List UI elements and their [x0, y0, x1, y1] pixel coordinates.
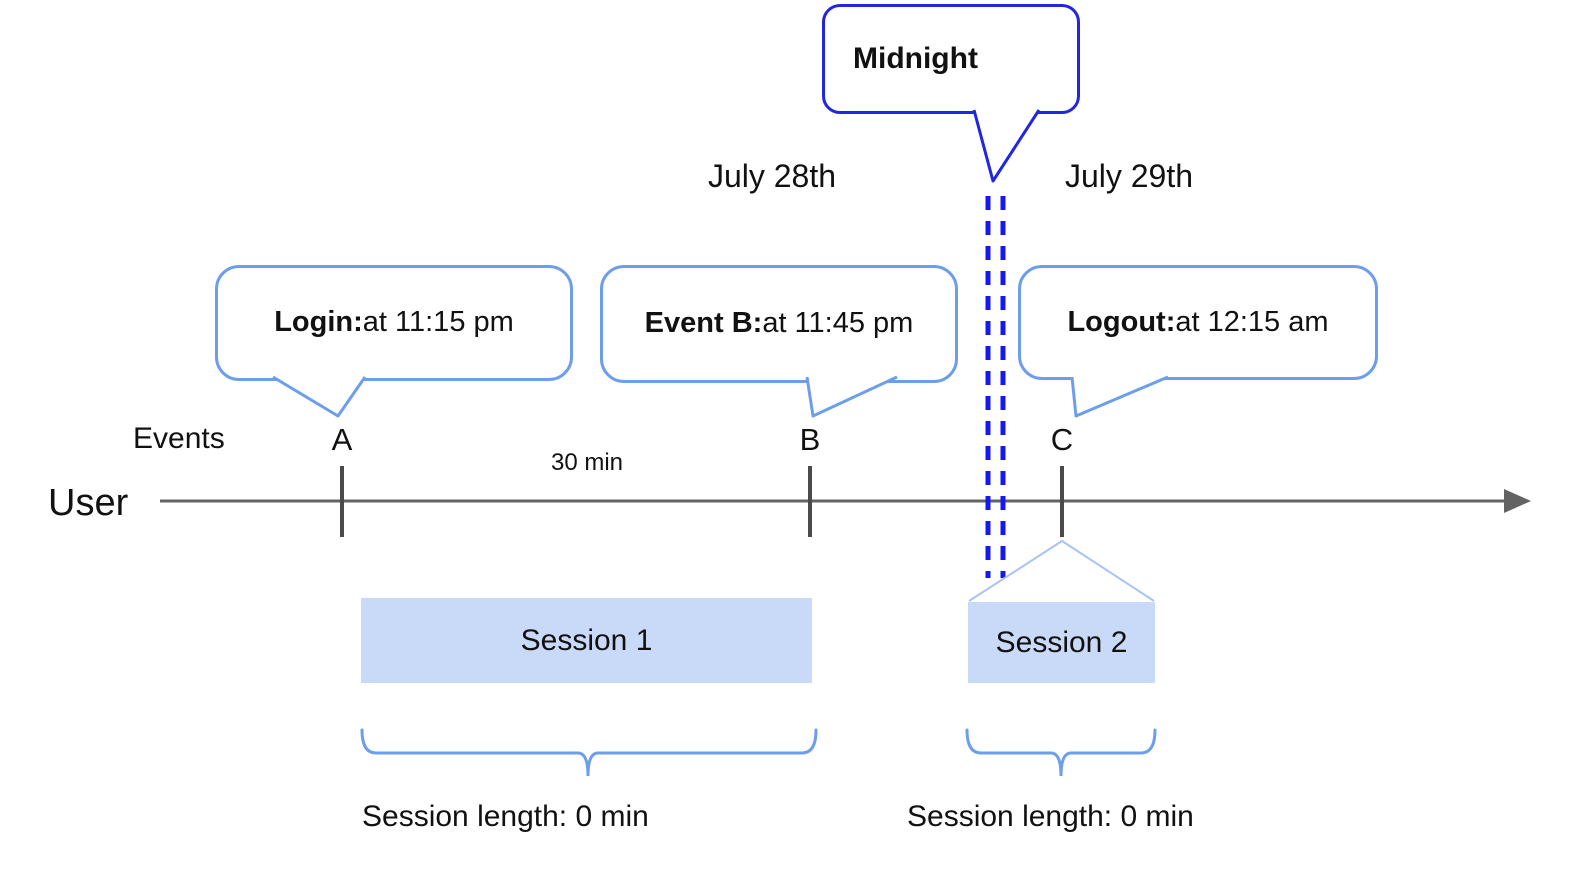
login-callout-tail [272, 375, 367, 418]
login-callout-bubble: Login: at 11:15 pm [215, 265, 573, 381]
session-1-brace [360, 728, 818, 777]
logout-callout-title: Logout: [1067, 305, 1176, 338]
user-axis-label: User [48, 482, 129, 524]
session-1-length-label: Session length: 0 min [362, 800, 649, 833]
midnight-callout-text: Midnight [853, 42, 978, 75]
session-2-box: Session 2 [968, 602, 1155, 683]
session-2-length-label: Session length: 0 min [907, 800, 1194, 833]
interval-label-30min: 30 min [550, 449, 624, 476]
login-callout-detail: at 11:15 pm [362, 306, 514, 339]
event-marker-b: B [799, 422, 821, 457]
session-2-brace [965, 728, 1157, 777]
event-b-callout-bubble: Event B: at 11:45 pm [600, 265, 958, 383]
session-1-box: Session 1 [361, 598, 812, 683]
timeline-arrowhead-icon [1504, 489, 1531, 513]
session-1-label: Session 1 [520, 623, 653, 657]
logout-callout-tail [1070, 375, 1169, 418]
event-marker-a: A [331, 422, 353, 457]
login-callout-title: Login: [274, 306, 363, 339]
date-label-july-28: July 28th [707, 158, 837, 194]
session-2-funnel-lines [968, 539, 1155, 602]
event-marker-c: C [1050, 422, 1074, 457]
logout-callout-detail: at 12:15 am [1175, 305, 1329, 338]
session-2-label: Session 2 [995, 625, 1128, 659]
date-label-july-29: July 29th [1064, 158, 1194, 194]
events-axis-label: Events [133, 422, 225, 455]
event-b-callout-title: Event B: [644, 307, 763, 340]
event-b-callout-detail: at 11:45 pm [762, 307, 914, 340]
midnight-callout-bubble: Midnight [822, 4, 1080, 114]
logout-callout-bubble: Logout: at 12:15 am [1018, 265, 1378, 380]
